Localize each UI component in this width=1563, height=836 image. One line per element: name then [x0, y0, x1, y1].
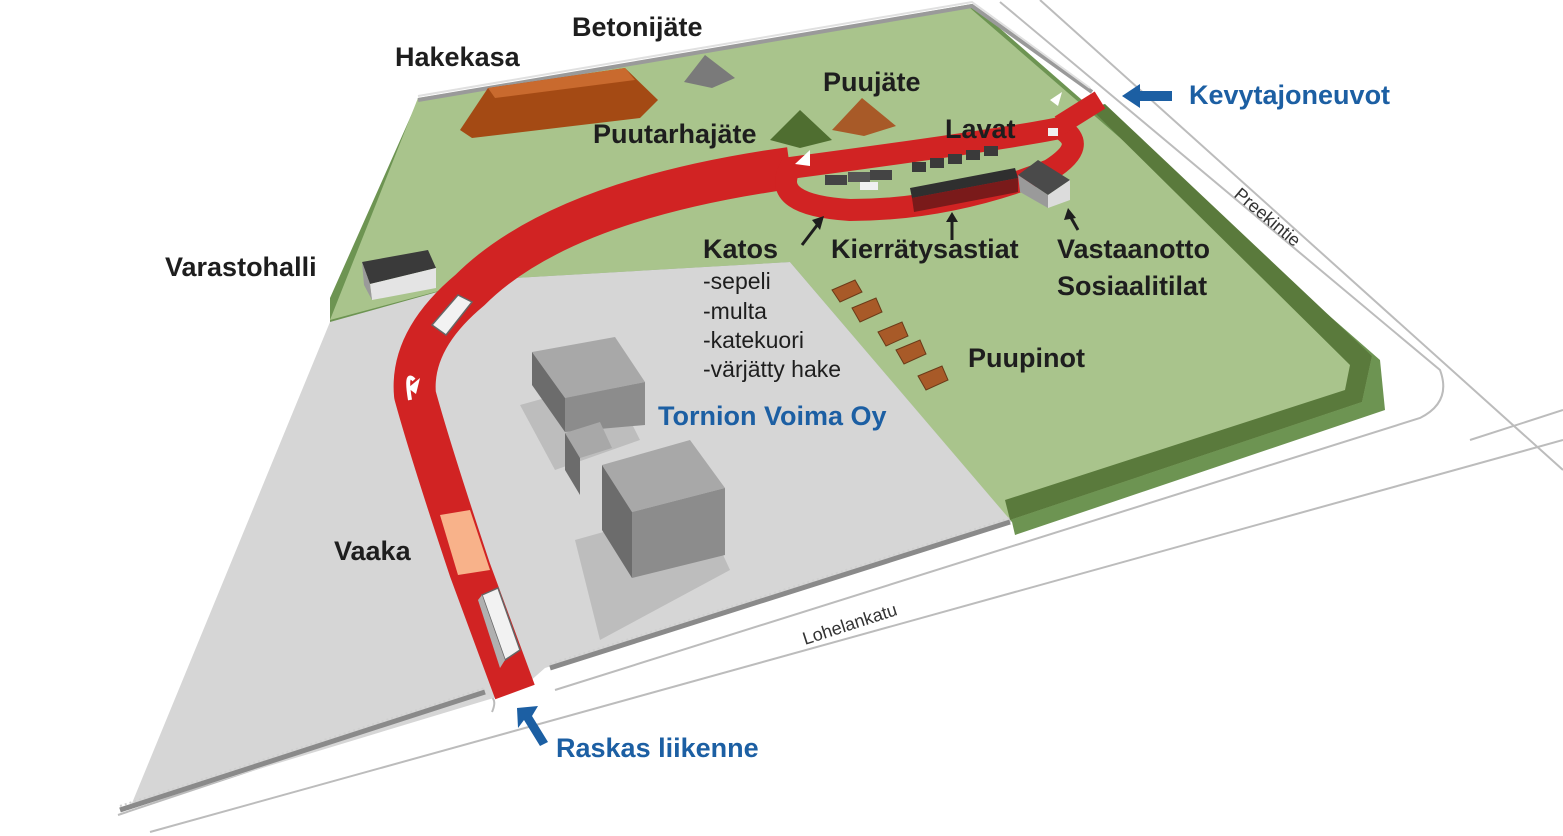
label-light-traffic: Kevytajoneuvot — [1189, 80, 1390, 110]
small-containers — [825, 170, 892, 190]
pointer-arrows — [800, 208, 1080, 246]
truck-lower — [478, 586, 521, 668]
shelter-item: -katekuori — [703, 327, 804, 353]
grass-area — [330, 0, 1385, 535]
recycling-shelter — [910, 168, 1018, 212]
label-timber-stacks: Puupinot — [968, 343, 1085, 373]
shelter-item: -multa — [703, 298, 767, 324]
label-heavy-traffic: Raskas liikenne — [556, 733, 759, 763]
label-pallets: Lavat — [945, 114, 1016, 144]
label-recycling-bins: Kierrätysastiat — [831, 234, 1019, 264]
shelter-item: -sepeli — [703, 268, 771, 294]
label-warehouse: Varastohalli — [165, 252, 317, 282]
label-concrete-waste: Betonijäte — [572, 12, 703, 42]
wood-chip-pile — [460, 68, 658, 138]
heavy-traffic-arrow — [517, 706, 548, 746]
scale-platform — [440, 510, 490, 575]
label-company: Tornion Voima Oy — [658, 401, 887, 431]
warehouse-building — [362, 250, 436, 300]
pallets — [912, 128, 1058, 172]
concrete-pile — [684, 55, 735, 88]
label-scale: Vaaka — [334, 536, 412, 566]
timber-stacks — [831, 279, 949, 391]
power-plant-buildings — [520, 337, 730, 640]
shelter-item: -värjätty hake — [703, 356, 841, 382]
label-garden-waste: Puutarhajäte — [593, 119, 757, 149]
label-shelter: Katos — [703, 234, 778, 264]
label-reception: Vastaanotto — [1057, 234, 1210, 264]
asphalt-yard — [119, 262, 1012, 813]
light-traffic-arrow — [1122, 84, 1172, 108]
label-staff-facilities: Sosiaalitilat — [1057, 271, 1207, 301]
label-wood-waste: Puujäte — [823, 67, 921, 97]
garden-waste-pile — [770, 110, 832, 148]
truck-upper — [430, 294, 474, 337]
wood-waste-pile — [832, 98, 896, 136]
reception-building — [1018, 160, 1070, 208]
street-name-lohelankatu: Lohelankatu — [800, 599, 899, 648]
label-chip-pile: Hakekasa — [395, 42, 521, 72]
